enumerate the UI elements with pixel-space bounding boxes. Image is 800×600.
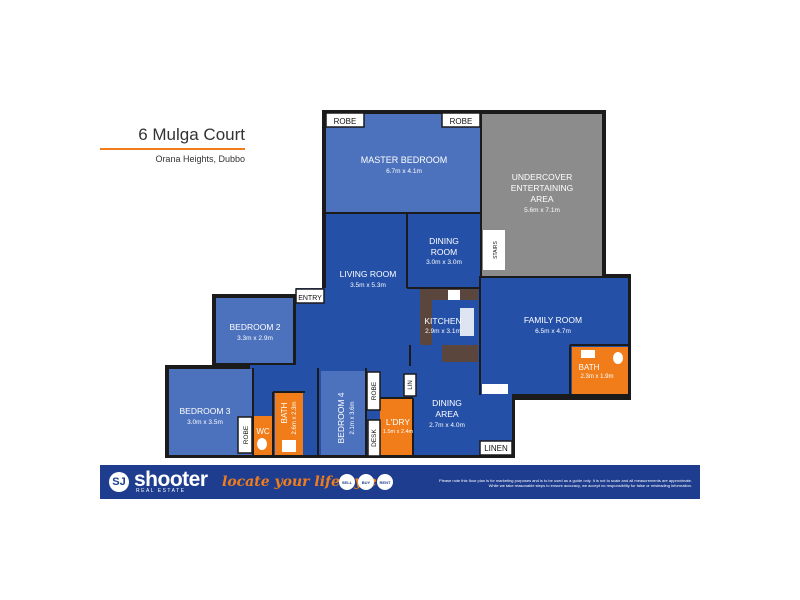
sell-button[interactable]: SELL bbox=[339, 474, 355, 490]
lin-label: LIN bbox=[408, 380, 414, 389]
undercover-size: 5.6m x 7.1m bbox=[524, 207, 560, 214]
master-robe-right-label: ROBE bbox=[450, 117, 473, 126]
family-room-label: FAMILY ROOM bbox=[524, 315, 582, 325]
kitchen-sink bbox=[448, 290, 460, 300]
stairs-family bbox=[482, 384, 508, 394]
master-bedroom-size: 6.7m x 4.1m bbox=[386, 168, 422, 175]
property-address: 6 Mulga Court bbox=[138, 125, 245, 144]
entry-label: ENTRY bbox=[298, 295, 322, 302]
title-block: 6 Mulga Court Orana Heights, Dubbo bbox=[100, 125, 245, 164]
bedroom-3-label: BEDROOM 3 bbox=[179, 406, 230, 416]
title-underline bbox=[100, 148, 245, 150]
bedroom-3-size: 3.0m x 3.5m bbox=[187, 419, 223, 426]
kitchen-label: KITCHEN bbox=[424, 316, 461, 326]
bath-ensuite-label: BATH bbox=[579, 363, 600, 372]
master-bedroom-label: MASTER BEDROOM bbox=[361, 155, 448, 165]
bedroom-2 bbox=[216, 298, 294, 364]
bedroom-4-size: 2.1m x 3.6m bbox=[350, 401, 356, 434]
laundry-size: 1.5m x 2.4m bbox=[383, 429, 414, 435]
agency-brand-name: shooter bbox=[134, 468, 208, 491]
dining-area-size: 2.7m x 4.0m bbox=[429, 422, 465, 429]
interior-walls bbox=[216, 212, 628, 455]
disclaimer-text: Please note this floor plan is for marke… bbox=[437, 478, 692, 488]
buy-button[interactable]: BUY bbox=[358, 474, 374, 490]
kitchen-size: 2.9m x 3.1m bbox=[425, 328, 461, 335]
desk-label: DESK bbox=[371, 428, 378, 446]
bedroom-2-size: 3.3m x 2.9m bbox=[237, 335, 273, 342]
stairs-deck bbox=[483, 230, 505, 270]
agency-tagline: locate your lifestyle bbox=[222, 474, 377, 490]
living-room-size: 3.5m x 5.3m bbox=[350, 282, 386, 289]
wc-label: WC bbox=[256, 427, 270, 436]
dining-room-label-2: ROOM bbox=[431, 247, 457, 257]
family-room-size: 6.5m x 4.7m bbox=[535, 328, 571, 335]
stairs-family-label: STAIRS bbox=[483, 387, 504, 393]
laundry-room bbox=[380, 398, 413, 455]
undercover-label-1: UNDERCOVER bbox=[512, 172, 572, 182]
bath-main-label: BATH bbox=[280, 402, 289, 423]
bath-main-size: 2.6m x 2.3m bbox=[292, 401, 298, 434]
dining-room-size: 3.0m x 3.0m bbox=[426, 259, 462, 266]
dining-room-label-1: DINING bbox=[429, 236, 459, 246]
living-room-label: LIVING ROOM bbox=[340, 269, 397, 279]
bedroom-2-label: BEDROOM 2 bbox=[229, 322, 280, 332]
master-robe-left-label: ROBE bbox=[334, 117, 357, 126]
kitchen-island bbox=[460, 308, 474, 336]
undercover-label-2: ENTERTAINING bbox=[511, 183, 574, 193]
bedroom-3-robe-label: ROBE bbox=[243, 425, 250, 444]
linen-label: LINEN bbox=[484, 444, 508, 453]
master-bedroom bbox=[326, 114, 480, 213]
stairs-deck-label: STAIRS bbox=[493, 240, 499, 258]
disclaimer-line-1: Please note this floor plan is for marke… bbox=[439, 478, 692, 483]
undercover-label-3: AREA bbox=[530, 194, 553, 204]
bath-ensuite-size: 2.3m x 1.9m bbox=[580, 374, 613, 380]
agency-logo-icon: SJ bbox=[109, 472, 129, 492]
bedroom-4-label: BEDROOM 4 bbox=[336, 392, 346, 443]
sanitary-fixtures bbox=[257, 350, 623, 452]
kitchen-bench bbox=[420, 288, 478, 362]
disclaimer-line-2: While we take reasonable steps to ensure… bbox=[488, 483, 692, 488]
bedroom-4-robe-label: ROBE bbox=[371, 381, 378, 400]
laundry-label: L'DRY bbox=[386, 417, 410, 427]
dining-area-label-1: DINING bbox=[432, 398, 462, 408]
branding-footer: SJ shooter REAL ESTATE locate your lifes… bbox=[100, 465, 700, 499]
agency-brand-subtitle: REAL ESTATE bbox=[136, 488, 186, 494]
dining-area-label-2: AREA bbox=[435, 409, 458, 419]
bedroom-4 bbox=[321, 371, 366, 455]
fixture-boxes bbox=[237, 112, 513, 457]
property-suburb: Orana Heights, Dubbo bbox=[155, 154, 245, 164]
rent-button[interactable]: RENT bbox=[377, 474, 393, 490]
